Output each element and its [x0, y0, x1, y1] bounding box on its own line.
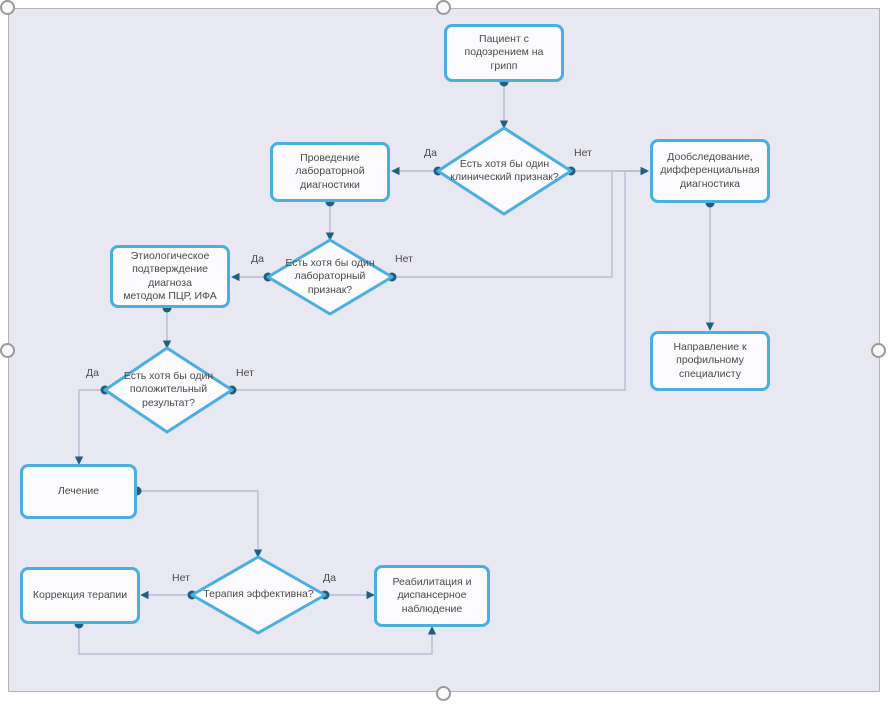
resize-handle-top-left[interactable] — [0, 0, 15, 15]
shape-lab-sign — [266, 238, 394, 316]
node-lab-sign[interactable]: Есть хотя бы один лабораторный признак? — [268, 240, 392, 314]
edge-label-result-yes: Да — [86, 367, 99, 379]
node-treatment-label: Лечение — [57, 484, 100, 497]
edge-correction-to-rehab — [78, 624, 437, 655]
node-etiological-label: Этиологическое подтверждение диагноза ме… — [123, 250, 217, 302]
shape-clinical-sign — [436, 126, 573, 216]
edge-label-clinical-yes: Да — [424, 147, 437, 159]
shape-therapy-effective — [190, 555, 327, 635]
node-further-exam-label: Дообследование, дифференциальная диагнос… — [660, 151, 760, 190]
edge-result-no-to-further — [232, 166, 649, 391]
node-rehabilitation[interactable]: Реабилитация и диспансерное наблюдение — [374, 565, 490, 627]
node-lab-sign-label: Есть хотя бы один лабораторный признак? — [285, 257, 375, 296]
edge-label-lab-no: Нет — [395, 253, 413, 265]
resize-handle-middle-left[interactable] — [0, 343, 15, 358]
resize-handle-top-center[interactable] — [436, 0, 451, 15]
node-specialist[interactable]: Направление к профильному специалисту — [650, 331, 770, 391]
node-therapy-correction[interactable]: Коррекция терапии — [20, 567, 140, 624]
edge-result-yes-to-treatment — [74, 389, 105, 465]
edge-treatment-to-therapy — [137, 490, 263, 558]
node-lab-diagnostics[interactable]: Проведение лабораторной диагностики — [270, 142, 390, 202]
node-etiological[interactable]: Этиологическое подтверждение диагноза ме… — [110, 245, 230, 308]
node-further-exam[interactable]: Дообследование, дифференциальная диагнос… — [650, 139, 770, 203]
node-clinical-sign-label: Есть хотя бы один клинический признак? — [450, 157, 559, 183]
edge-label-therapy-yes: Да — [323, 572, 336, 584]
decision-shapes — [103, 126, 573, 635]
resize-handle-middle-right[interactable] — [871, 343, 886, 358]
node-specialist-label: Направление к профильному специалисту — [673, 341, 747, 380]
node-therapy-correction-label: Коррекция терапии — [32, 588, 128, 601]
node-positive-result[interactable]: Есть хотя бы один положительный результа… — [105, 348, 232, 432]
edge-label-lab-yes: Да — [251, 253, 264, 265]
edge-label-therapy-no: Нет — [172, 572, 190, 584]
resize-handle-bottom-center[interactable] — [436, 686, 451, 701]
node-therapy-effective-label: Терапия эффективна? — [203, 588, 314, 601]
node-clinical-sign[interactable]: Есть хотя бы один клинический признак? — [438, 128, 571, 214]
node-patient[interactable]: Пациент с подозрением на грипп — [444, 24, 564, 82]
edge-label-result-no: Нет — [236, 367, 254, 379]
node-treatment[interactable]: Лечение — [20, 464, 137, 519]
shape-positive-result — [103, 346, 234, 434]
node-patient-label: Пациент с подозрением на грипп — [464, 33, 544, 72]
node-rehabilitation-label: Реабилитация и диспансерное наблюдение — [392, 576, 472, 615]
node-positive-result-label: Есть хотя бы один положительный результа… — [123, 370, 214, 409]
node-lab-diagnostics-label: Проведение лабораторной диагностики — [295, 152, 365, 191]
node-therapy-effective[interactable]: Терапия эффективна? — [192, 557, 325, 633]
edge-label-clinical-no: Нет — [574, 147, 592, 159]
